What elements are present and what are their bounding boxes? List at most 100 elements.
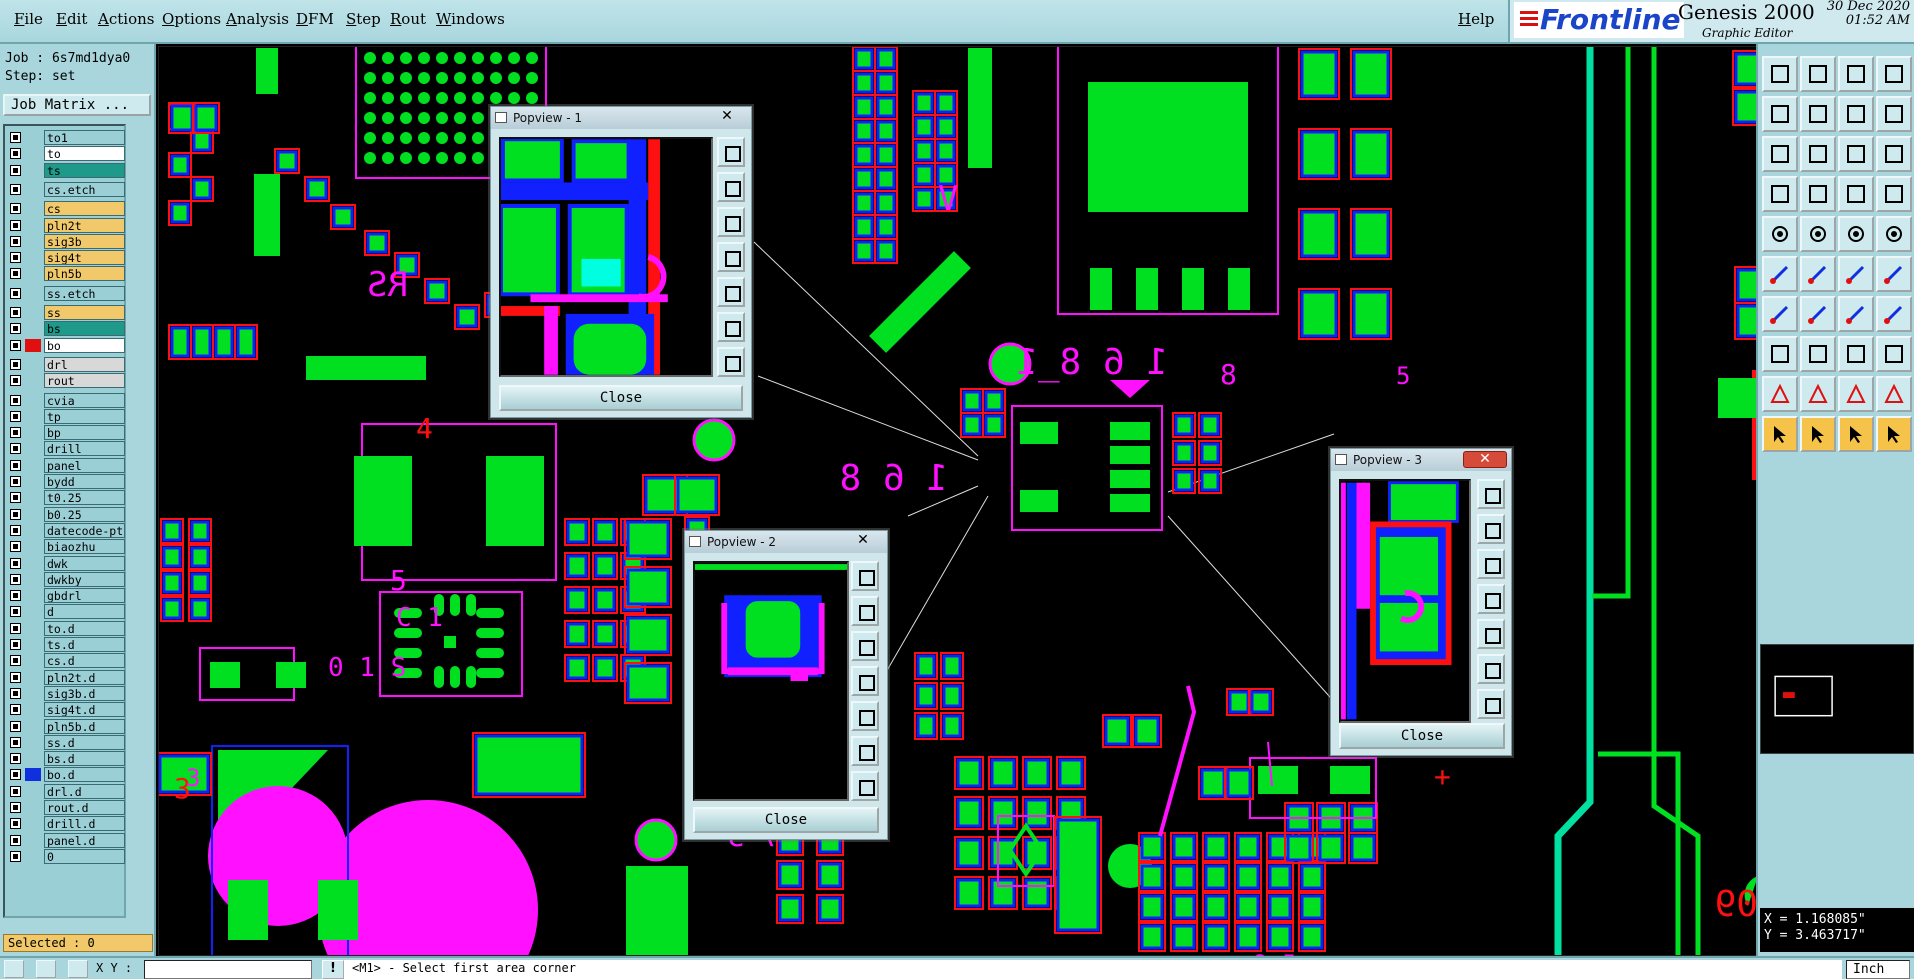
popview-1-btn-right[interactable] (717, 277, 745, 307)
job-matrix-button[interactable]: Job Matrix ... (3, 94, 151, 116)
layer-checkbox[interactable] (10, 671, 21, 683)
popview-1-btn-up[interactable] (717, 172, 745, 202)
layer-checkbox[interactable] (10, 443, 21, 455)
layer-checkbox[interactable] (10, 459, 21, 471)
menu-help[interactable]: Help (1458, 10, 1495, 28)
pan-center-icon[interactable] (1838, 96, 1874, 132)
layer-checkbox[interactable] (10, 476, 21, 487)
line-edit-2-icon[interactable] (1800, 296, 1836, 332)
popview-2-titlebar[interactable]: Popview - 2 (685, 531, 887, 553)
layer-row-ss.etch[interactable]: ss.etch (8, 285, 125, 301)
layer-row-d[interactable]: d (8, 604, 125, 620)
popview-2-btn-down[interactable] (851, 631, 879, 661)
popview-3-btn-left[interactable] (1477, 584, 1505, 614)
popview-2-btn-up[interactable] (851, 596, 879, 626)
layer-checkbox[interactable] (10, 606, 21, 618)
grid-icon[interactable] (1800, 176, 1836, 212)
layer-row-sig4t[interactable]: sig4t (8, 250, 125, 266)
layer-row-cs.etch[interactable]: cs.etch (8, 181, 125, 197)
status-select-icon[interactable] (4, 960, 24, 978)
zoom-fit-icon[interactable] (1762, 56, 1798, 92)
layer-checkbox[interactable] (10, 508, 21, 520)
popview-1-close-button[interactable]: Close (499, 385, 743, 411)
arc-add-2-icon[interactable] (1876, 256, 1912, 292)
layer-row-0[interactable]: 0 (8, 848, 125, 864)
layer-row-sig4t.d[interactable]: sig4t.d (8, 702, 125, 718)
popview-1-close-icon[interactable]: ✕ (721, 108, 733, 124)
popview-1-btn-left[interactable] (717, 242, 745, 272)
menu-step[interactable]: Step (346, 10, 381, 28)
cross-tool-icon[interactable] (1800, 256, 1836, 292)
fit-window-icon[interactable] (1762, 136, 1798, 172)
layer-row-to1[interactable]: to1 (8, 130, 125, 145)
layer-checkbox[interactable] (10, 573, 21, 585)
popview-3-btn-down[interactable] (1477, 549, 1505, 579)
layer-row-cs.d[interactable]: cs.d (8, 653, 125, 669)
dim-edit-icon[interactable] (1838, 336, 1874, 372)
ratio-icon[interactable] (1838, 136, 1874, 172)
layer-row-bo.d[interactable]: bo.d (8, 767, 125, 783)
status-measure-icon[interactable] (36, 960, 56, 978)
layer-row-sig3b.d[interactable]: sig3b.d (8, 685, 125, 701)
layer-checkbox[interactable] (10, 492, 21, 504)
layer-view-icon[interactable] (1838, 176, 1874, 212)
layer-row-drill[interactable]: drill (8, 441, 125, 457)
layer-checkbox[interactable] (10, 655, 21, 667)
pan-left-icon[interactable] (1762, 96, 1798, 132)
popview-2-btn-zoom-out[interactable] (851, 771, 879, 801)
layer-checkbox[interactable] (10, 410, 21, 422)
popview-3-btn-zoom-out[interactable] (1477, 689, 1505, 719)
layer-row-rout.d[interactable]: rout.d (8, 800, 125, 815)
layer-checkbox[interactable] (10, 639, 21, 650)
pan-right-icon[interactable] (1800, 96, 1836, 132)
popview-1-btn-fit[interactable] (717, 137, 745, 167)
layer-row-bp[interactable]: bp (8, 425, 125, 441)
layer-row-to[interactable]: to (8, 146, 125, 162)
layer-checkbox[interactable] (10, 622, 21, 634)
popview-1-btn-zoom-in[interactable] (717, 312, 745, 342)
popview-2-close-button[interactable]: Close (693, 807, 879, 833)
layer-row-dwk[interactable]: dwk (8, 555, 125, 571)
layer-checkbox[interactable] (10, 148, 21, 160)
popview-3-btn-up[interactable] (1477, 514, 1505, 544)
help-icon2-icon[interactable] (1876, 136, 1912, 172)
popview-3-btn-right[interactable] (1477, 619, 1505, 649)
layer-checkbox[interactable] (10, 818, 21, 830)
popview-3-close-icon[interactable]: ✕ (1463, 451, 1507, 468)
text-ff-icon[interactable] (1876, 296, 1912, 332)
layer-checkbox[interactable] (10, 268, 21, 280)
layer-row-ts[interactable]: ts (8, 162, 125, 178)
layer-row-datecode-pt[interactable]: datecode-pt (8, 522, 125, 538)
layer-row-gbdrl[interactable]: gbdrl (8, 588, 125, 604)
popview-2-btn-fit[interactable] (851, 561, 879, 591)
popview-3-close-button[interactable]: Close (1339, 723, 1505, 749)
line-measure-icon[interactable] (1800, 336, 1836, 372)
zoom-in-icon[interactable] (1800, 56, 1836, 92)
pointer-3-icon[interactable] (1838, 416, 1874, 452)
layer-row-panel[interactable]: panel (8, 457, 125, 473)
layer-checkbox[interactable] (10, 769, 21, 781)
layer-checkbox[interactable] (10, 219, 21, 231)
layer-row-t0.25[interactable]: t0.25 (8, 490, 125, 506)
triangle-4-icon[interactable] (1876, 376, 1912, 412)
triangle-2-icon[interactable] (1800, 376, 1836, 412)
layer-checkbox[interactable] (10, 375, 21, 387)
popview-2-btn-right[interactable] (851, 701, 879, 731)
layer-row-to.d[interactable]: to.d (8, 620, 125, 636)
zoom-step-icon[interactable] (1800, 136, 1836, 172)
popview-1[interactable]: Popview - 1 ✕ Close (490, 106, 752, 418)
menu-windows[interactable]: Windows (436, 10, 505, 28)
popview-3-btn-fit[interactable] (1477, 479, 1505, 509)
layer-checkbox[interactable] (10, 203, 21, 215)
layer-checkbox[interactable] (10, 720, 21, 732)
dim-icon[interactable] (1838, 216, 1874, 252)
layer-checkbox[interactable] (10, 736, 21, 748)
menu-analysis[interactable]: Analysis (226, 10, 289, 28)
popview-2[interactable]: Popview - 2 ✕ Close (684, 530, 888, 840)
layer-row-ss.d[interactable]: ss.d (8, 734, 125, 750)
layer-row-drill.d[interactable]: drill.d (8, 816, 125, 832)
triangle-1-icon[interactable] (1762, 376, 1798, 412)
status-grid-icon[interactable] (68, 960, 88, 978)
layer-row-pln5b.d[interactable]: pln5b.d (8, 718, 125, 734)
